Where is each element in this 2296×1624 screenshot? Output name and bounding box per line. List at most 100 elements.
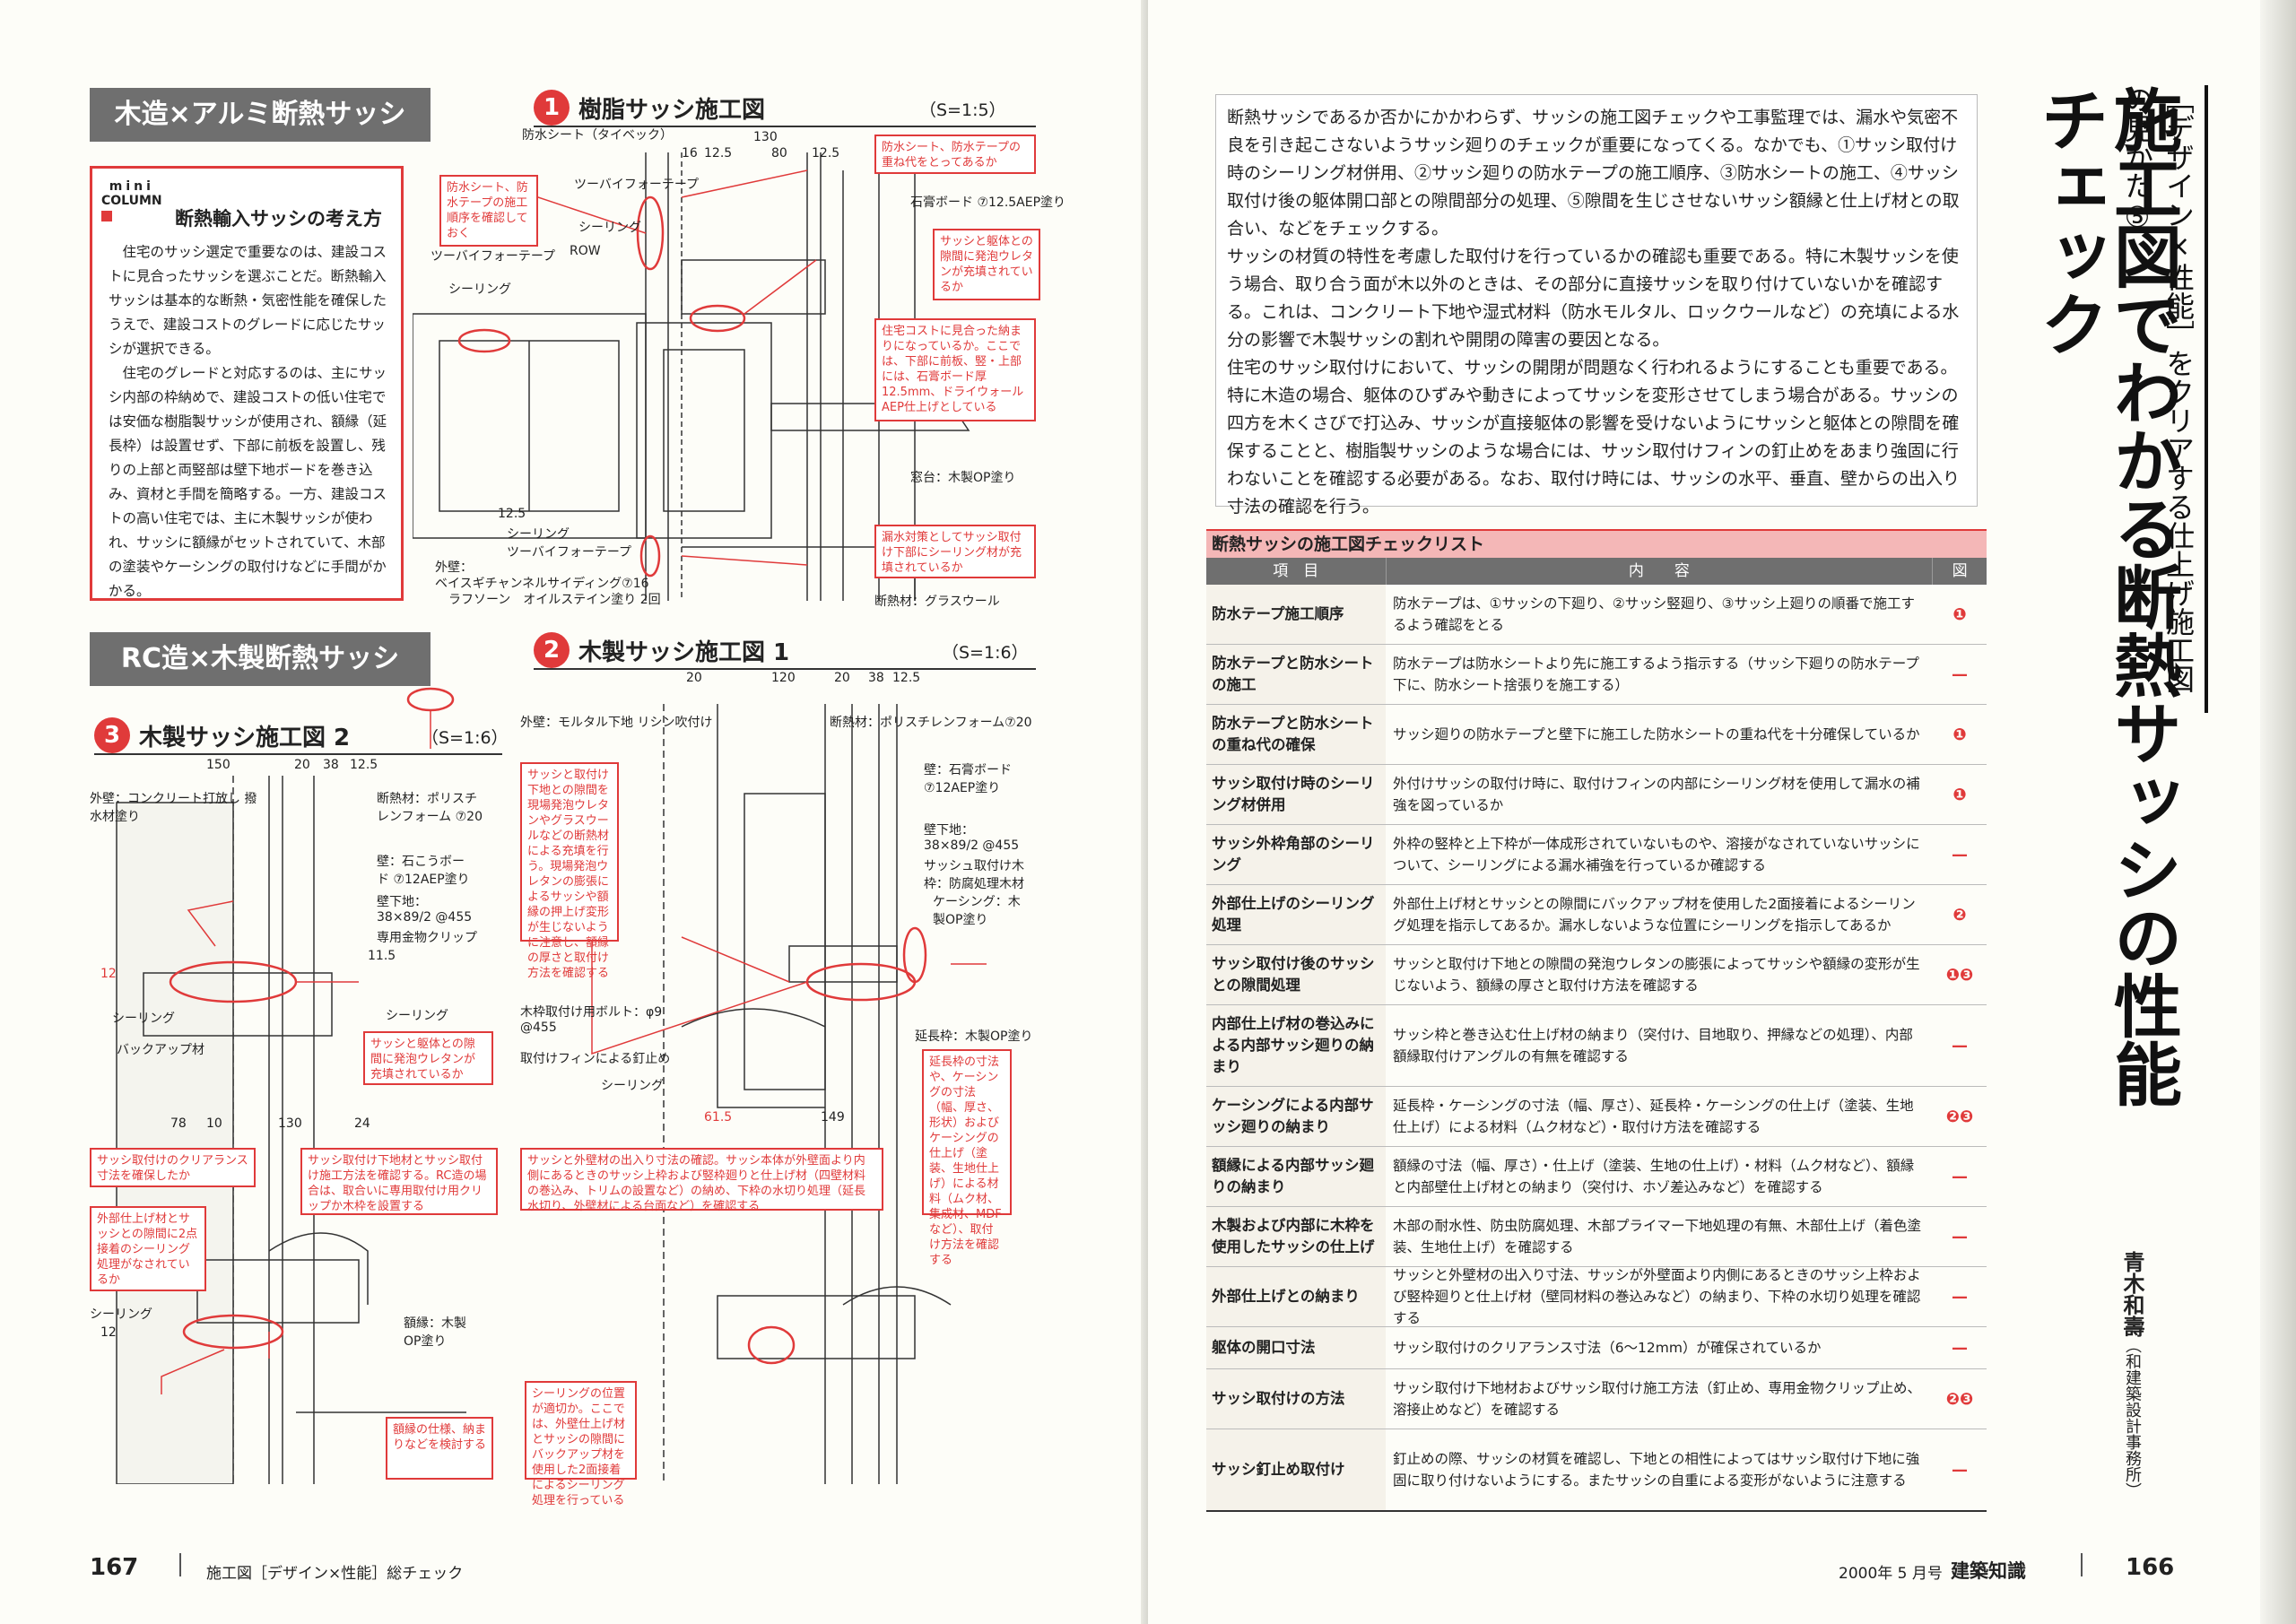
page-edge (2260, 0, 2296, 1624)
fig3-label-insulation: 断熱材：ポリスチレンフォーム ⑦20 (377, 792, 483, 824)
fig3-dim-20: 20 (294, 758, 310, 772)
figure-2-title: 2 木製サッシ施工図 1 (534, 632, 789, 668)
page-number-right: 166 (2126, 1554, 2175, 1581)
table-row: 外部仕上げのシーリング処理外部仕上げ材とサッシとの隙間にバックアップ材を使用した… (1206, 885, 1987, 945)
fig1-label-row: ROW (570, 244, 601, 258)
fig2-note-casing: 延長枠の寸法や、ケーシングの寸法（幅、厚さ、形状）およびケーシングの仕上げ（塗装… (922, 1049, 1012, 1267)
mini-column-tag: mini COLUMN (101, 179, 162, 221)
row-fig: — (1952, 1338, 1968, 1358)
fig3-note-clearance: サッシ取付けのクリアランス寸法を確保したか (90, 1148, 256, 1187)
checklist-rows: 防水テープ施工順序防水テープは、①サッシの下廻り、②サッシ竪廻り、③サッシ上廻り… (1206, 585, 1987, 1512)
row-desc: 外部仕上げ材とサッシとの隙間にバックアップ材を使用した2面接着によるシーリング処… (1393, 896, 1916, 934)
row-item: 躯体の開口寸法 (1206, 1327, 1386, 1368)
row-desc: 釘止めの際、サッシの材質を確認し、下地との相性によってはサッシ取付け下地に強固に… (1393, 1451, 1920, 1489)
row-item: サッシ取付けの方法 (1206, 1369, 1386, 1429)
row-desc: サッシ枠と巻き込む仕上げ材の納まり（突付け、目地取り、押縁などの処理）、内部額縁… (1393, 1027, 1913, 1064)
mini-column-body: 住宅のサッシ選定で重要なのは、建設コストに見合ったサッシを選ぶことだ。断熱輸入サ… (109, 240, 396, 604)
main-title: 施工図でわかる断熱サッシの性能チェック (2029, 85, 2182, 1107)
row-fig: ❶ (1952, 785, 1967, 804)
fig1-dim-80: 80 (771, 146, 787, 161)
fig3-note-casing: 額縁の仕様、納まりなどを検討する (386, 1417, 493, 1480)
checklist-title: 断熱サッシの施工図チェックリスト (1206, 529, 1987, 558)
section-header-rc-wood: RC造×木製断熱サッシ (90, 632, 430, 686)
figure-3-scale: （S=1:6） (422, 728, 509, 748)
row-desc: 防水テープは防水シートより先に施工するよう指示する（サッシ下廻りの防水テープ下に… (1393, 656, 1919, 693)
author-name: 青木和壽 (2119, 1251, 2144, 1337)
section-header-text: 木造×アルミ断熱サッシ (114, 99, 406, 130)
fig1-label-insulation: 断熱材：グラスウール (874, 595, 1000, 609)
mini-column: mini COLUMN 断熱輸入サッシの考え方 住宅のサッシ選定で重要なのは、建… (90, 166, 404, 601)
fig3-label-sealing-1: シーリング (112, 1012, 175, 1026)
fig3-label-backup: バックアップ材 (117, 1043, 204, 1057)
fig2-label-sash-frame: サッシュ取付け木枠：防腐処理木材 (924, 859, 1024, 891)
row-fig: ❶ (1952, 604, 1967, 624)
fig2-dim-20: 20 (686, 671, 702, 685)
figure-1-title: 1 樹脂サッシ施工図 (534, 90, 765, 126)
row-fig: — (1952, 1036, 1968, 1055)
fig1-label-tape-1: ツーバイフォーテープ (574, 178, 700, 192)
fig1-label-sealing-1: シーリング (578, 221, 641, 235)
mini-paragraph-2: 住宅のグレードと対応するのは、主にサッシ内部の枠納めで、建設コストの低い住宅では… (109, 365, 387, 599)
fig3-label-wall: 壁：石こうボード ⑦12AEP塗り (377, 855, 470, 887)
row-item: サッシ釘止め取付け (1206, 1429, 1386, 1510)
author-credit: 青木和壽（和建築設計事務所） (2117, 1251, 2148, 1498)
fig1-note-overlap: 防水シート、防水テープの重ね代をとってあるか (874, 135, 1036, 174)
figure-1-scale: （S=1:5） (919, 100, 1006, 120)
row-item: 額縁による内部サッシ廻りの納まり (1206, 1147, 1386, 1206)
header-item: 項 目 (1206, 558, 1387, 585)
table-row: 躯体の開口寸法サッシ取付けのクリアランス寸法（6〜12mm）が確保されているか — (1206, 1327, 1987, 1369)
row-item: 防水テープと防水シートの重ね代の確保 (1206, 705, 1386, 764)
fig1-label-tape-2: ツーバイフォーテープ (430, 249, 556, 264)
fig3-dim-12b: 12 (100, 1325, 117, 1340)
fig2-label-wall: 壁：石膏ボード ⑦12AEP塗り (924, 763, 1012, 795)
footer-date: 2000年 5 月号 (1839, 1565, 1943, 1583)
row-desc: 木部の耐水性、防虫防腐処理、木部プライマー下地処理の有無、木部仕上げ（着色塗装、… (1393, 1218, 1922, 1255)
page-number-left: 167 (90, 1554, 139, 1581)
fig3-note-urethane: サッシと躯体との隙間に発泡ウレタンが充填されているか (363, 1031, 493, 1085)
row-item: サッシ取付け時のシーリング材併用 (1206, 765, 1386, 824)
fig2-label-extension: 延長枠：木製OP塗り (915, 1029, 1033, 1044)
fig3-dim-11-5: 11.5 (368, 949, 396, 963)
left-page: 木造×アルミ断熱サッシ mini COLUMN 断熱輸入サッシの考え方 住宅のサ… (90, 88, 1066, 1583)
row-desc: サッシ取付け下地材およびサッシ取付け施工方法（釘止め、専用金物クリップ止め、溶接… (1393, 1380, 1922, 1418)
fig1-label-waterproof-sheet: 防水シート（タイベック） (522, 128, 673, 143)
figure-1-rule (534, 126, 1036, 127)
fig2-dim-20b: 20 (834, 671, 850, 685)
fig1-note-sheet-order: 防水シート、防水テープの施工順序を確認しておく (439, 175, 538, 247)
fig3-dim-12: 12 (100, 967, 117, 981)
intro-text-box: 断熱サッシであるか否かにかかわらず、サッシの施工図チェックや工事監理では、漏水や… (1215, 94, 1978, 517)
header-figure: 図 (1952, 562, 1968, 580)
row-fig: ❷❸ (1945, 1389, 1974, 1409)
row-fig: ❷❸ (1945, 1107, 1974, 1126)
row-fig: — (1952, 845, 1968, 864)
fig1-label-tape-3: ツーバイフォーテープ (507, 545, 632, 560)
fig1-dim-12-5-c: 12.5 (498, 507, 526, 521)
red-square-icon (101, 211, 112, 221)
row-desc: サッシ取付けのクリアランス寸法（6〜12mm）が確保されているか (1393, 1340, 1822, 1356)
fig2-note-sealing-position: シーリングの位置が適切か。ここでは、外壁仕上げ材とサッシの隙間にバックアップ材を… (525, 1381, 637, 1507)
fig3-dim-130: 130 (278, 1116, 302, 1131)
table-row: サッシ外枠角部のシーリング外枠の竪枠と上下枠が一体成形されていないものや、溶接が… (1206, 825, 1987, 885)
fig2-dim-149: 149 (821, 1110, 845, 1125)
fig2-label-casing: ケーシング：木製OP塗り (933, 895, 1021, 927)
row-desc: 外付けサッシの取付け時に、取付けフィンの内部にシーリング材を使用して漏水の補強を… (1393, 776, 1920, 813)
row-item: 木製および内部に木枠を使用したサッシの仕上げ (1206, 1207, 1386, 1266)
fig1-label-sealing-2: シーリング (448, 282, 511, 297)
figure-3-title-text: 木製サッシ施工図 2 (139, 724, 351, 751)
figure-2-3-drawing (116, 687, 987, 1484)
row-desc: サッシと取付け下地との隙間の発泡ウレタンの膨張によってサッシや額縁の変形が生じな… (1393, 956, 1920, 994)
author-org: （和建築設計事務所） (2123, 1337, 2142, 1498)
table-row: サッシ取付け後のサッシとの隙間処理サッシと取付け下地との隙間の発泡ウレタンの膨張… (1206, 945, 1987, 1005)
fig3-dim-38: 38 (323, 758, 339, 772)
footer-magazine: 建築知識 (1951, 1560, 2026, 1582)
figure-3-rule (94, 753, 502, 755)
fig3-note-clip: サッシ取付け下地材とサッシ取付け施工方法を確認する。RC造の場合は、取合いに専用… (300, 1148, 498, 1215)
row-fig: ❶ (1952, 725, 1967, 744)
fig3-note-two-point: 外部仕上げ材とサッシとの隙間に2点接着のシーリング処理がなされているか (90, 1206, 206, 1291)
figure-3-title: 3 木製サッシ施工図 2 (94, 717, 350, 753)
checklist-table: 断熱サッシの施工図チェックリスト 項 目 内 容 図 防水テープ施工順序防水テー… (1206, 529, 1987, 1512)
fig1-label-stain: ラフソーン オイルステイン塗り 2回 (448, 593, 661, 607)
table-row: 内部仕上げ材の巻込みによる内部サッシ廻りの納まりサッシ枠と巻き込む仕上げ材の納ま… (1206, 1005, 1987, 1087)
row-fig: — (1952, 664, 1968, 684)
row-desc: サッシ廻りの防水テープと壁下に施工した防水シートの重ね代を十分確保しているか (1393, 726, 1920, 743)
